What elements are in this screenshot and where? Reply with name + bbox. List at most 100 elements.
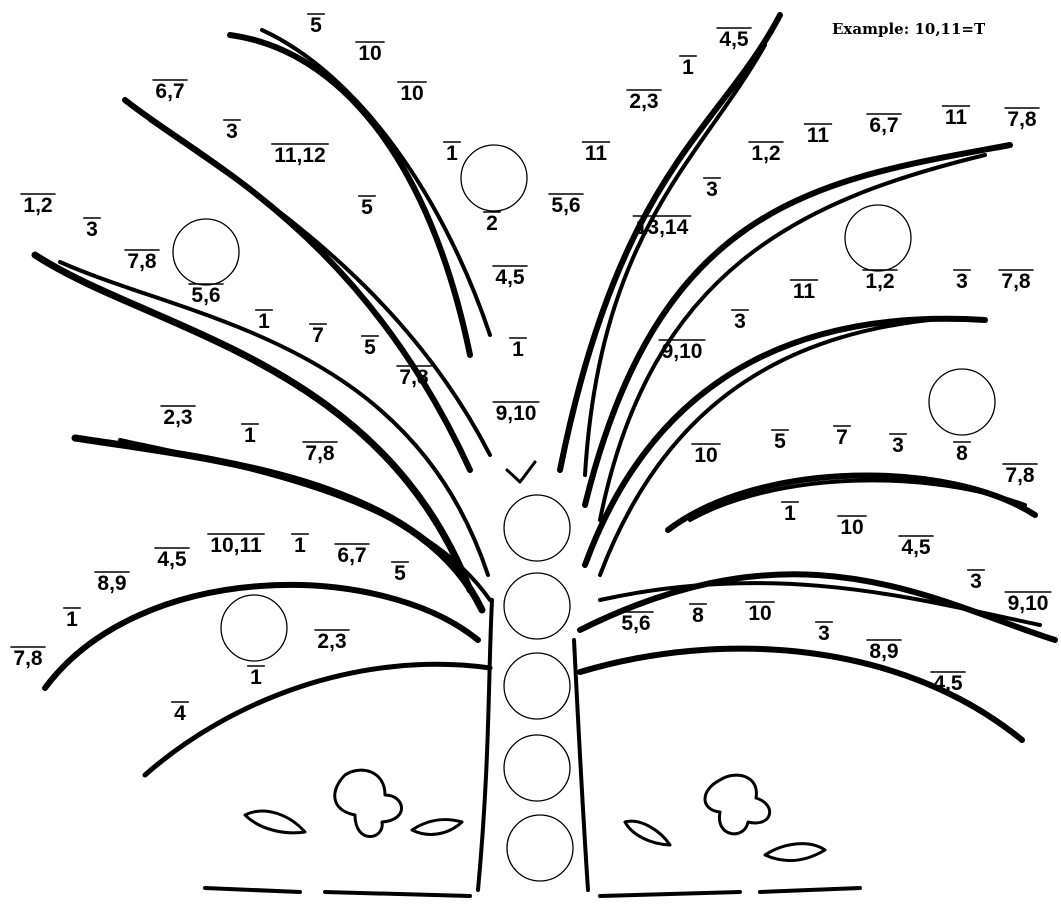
fraction-label: 1 [291,533,309,557]
fraction-label: 8 [689,603,707,627]
fraction-label-text: 2 [486,212,498,235]
fraction-label-text: 7 [836,426,848,449]
fraction-label: 5 [361,335,379,359]
fraction-label: 8,9 [866,639,902,663]
fraction-label: 1,2 [748,141,784,165]
fraction-label-text: 1 [294,534,306,557]
fraction-label-text: 10 [694,444,717,467]
fraction-label: 9,10 [658,339,706,363]
fraction-label-text: 10 [358,42,381,65]
fraction-label: 4,5 [492,265,528,289]
fraction-label: 3 [815,621,833,645]
fraction-label: 11 [941,105,971,129]
fraction-label: 2,3 [626,89,662,113]
fraction-label-text: 3 [734,310,746,333]
fraction-label: 4,5 [154,547,190,571]
fraction-label-text: 9,10 [1008,592,1049,615]
fraction-label: 6,7 [866,113,902,137]
answer-circle[interactable] [928,368,996,436]
fraction-label-text: 6,7 [337,544,366,567]
fraction-label-text: 1 [250,666,262,689]
fraction-label: 2,3 [160,405,196,429]
fraction-label-text: 5 [310,14,322,37]
fraction-label-text: 1 [66,608,78,631]
fraction-label: 1 [241,423,259,447]
fraction-label: 1 [509,337,527,361]
fraction-label: 7,8 [396,365,432,389]
fraction-label: 10 [691,443,721,467]
fraction-label-text: 8,9 [869,640,898,663]
tree-drawing [31,12,1058,898]
fraction-label: 8 [953,441,971,465]
fraction-label-text: 10 [840,516,863,539]
answer-circle[interactable] [172,218,240,286]
fraction-label-text: 7,8 [1007,108,1037,131]
fraction-label-text: 10,11 [210,534,262,557]
fraction-label: 3 [703,177,721,201]
fraction-label: 1 [63,607,81,631]
fraction-label: 5 [307,13,325,37]
fraction-label: 1,2 [862,269,898,293]
fraction-label-text: 1,2 [23,194,52,217]
fraction-label: 4,5 [716,27,752,51]
fraction-label-text: 7,8 [1005,464,1035,487]
fraction-label: 1 [443,141,461,165]
fraction-label-text: 13,14 [636,216,689,239]
fraction-label-text: 1 [244,424,256,447]
fraction-label-text: 1 [258,310,270,333]
fraction-label-text: 4,5 [719,28,749,51]
fraction-label: 8,9 [94,571,130,595]
answer-circle[interactable] [220,594,288,662]
fraction-label-text: 8 [692,604,704,627]
fraction-label-text: 11 [585,142,608,165]
fraction-label: 10 [397,81,427,105]
fraction-label-text: 5 [361,196,373,219]
fraction-label-text: 11 [793,280,816,303]
answer-circles [172,144,996,882]
fraction-label-text: 11 [807,124,830,147]
fraction-label-text: 3 [706,178,718,201]
answer-circle[interactable] [503,652,571,720]
fraction-label-text: 5 [774,430,786,453]
fraction-label-text: 4,5 [157,548,187,571]
fraction-label: 11 [803,123,833,147]
fraction-label: 4 [171,701,189,725]
fraction-label-text: 10 [748,602,771,625]
fraction-label: 5,6 [188,283,224,307]
fraction-label: 9,10 [492,401,540,425]
fraction-label: 10 [745,601,775,625]
fraction-label-text: 4,5 [495,266,525,289]
fraction-label: 1 [679,55,697,79]
fraction-label: 6,7 [334,543,370,567]
fraction-label-text: 1 [682,56,694,79]
answer-circle[interactable] [460,144,528,212]
fraction-label: 3 [967,569,985,593]
fraction-label-text: 7 [312,324,324,347]
fraction-label-text: 3 [970,570,982,593]
fraction-label-text: 8 [956,442,968,465]
answer-circle[interactable] [503,572,571,640]
answer-circle[interactable] [503,494,571,562]
fraction-label-text: 11 [945,106,968,129]
fraction-label: 1 [247,665,265,689]
fraction-label: 3 [953,269,971,293]
answer-circle[interactable] [506,814,574,882]
fraction-label-text: 3 [956,270,968,293]
fraction-label-text: 2,3 [163,406,192,429]
fraction-label-text: 5 [394,562,406,585]
fraction-label-text: 6,7 [155,80,184,103]
fraction-label-text: 4 [174,702,186,725]
fraction-label: 4,5 [898,535,934,559]
fraction-label: 3 [731,309,749,333]
example-text: Example: 10,11=T [832,20,986,38]
fraction-label: 11 [789,279,819,303]
fraction-label: 5,6 [618,611,654,635]
answer-circle[interactable] [844,204,912,272]
fraction-label-text: 10 [400,82,423,105]
fraction-label-text: 1 [512,338,524,361]
fraction-label: 7,8 [124,249,160,273]
fraction-label-text: 5,6 [551,194,580,217]
fraction-label: 7,8 [302,441,338,465]
answer-circle[interactable] [503,734,571,802]
